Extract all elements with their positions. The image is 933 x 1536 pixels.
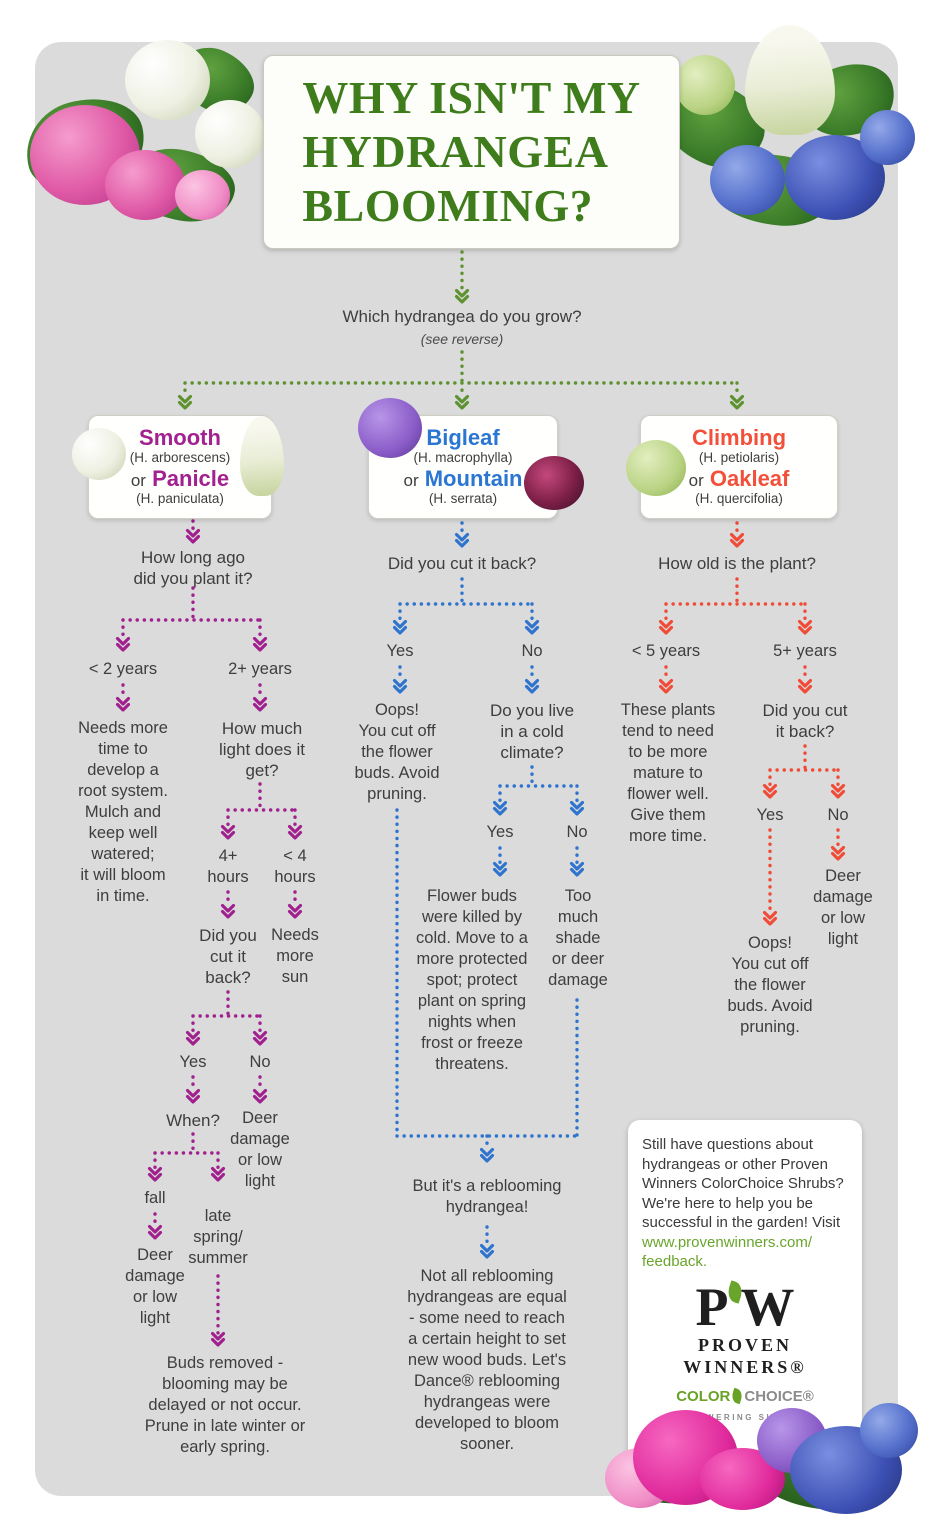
category-latin: (H. arborescens) [129, 450, 231, 466]
logo-proven: PROVEN [698, 1334, 792, 1355]
category-name2-line: or Panicle [130, 466, 230, 491]
node-yes-climbing: Yes [756, 806, 784, 824]
node-deer-damage-no: Deer damage or low light [230, 1109, 290, 1190]
node-no-bigleaf: No [521, 642, 543, 660]
lime-bloom [675, 55, 735, 115]
node-lt5-years: < 5 years [631, 642, 701, 660]
node-no-cold: No [566, 823, 588, 841]
node-oops-bigleaf: Oops! You cut off the flower buds. Avoid… [354, 701, 440, 803]
node-shade-deer: Too much shade or deer damage [548, 887, 608, 989]
category-name: Smooth [139, 424, 221, 450]
blue-bloom [710, 145, 785, 215]
node-deer-damage-fall: Deer damage or low light [125, 1246, 185, 1327]
node-late-spring-summer: late spring/ summer [188, 1207, 248, 1267]
page-title: WHY ISN'T MY HYDRANGEA BLOOMING? [302, 72, 641, 231]
category-name: Bigleaf [426, 424, 500, 450]
node-q-cut-smooth: Did you cut it back? [199, 926, 257, 987]
blue-bloom [860, 110, 915, 165]
smooth-bloom-photo [72, 428, 126, 480]
node-fall: fall [144, 1189, 166, 1207]
title-box: WHY ISN'T MY HYDRANGEA BLOOMING? [263, 55, 680, 249]
node-reblooming: But it's a reblooming hydrangea! [412, 1177, 562, 1216]
pw-monogram: P W [642, 1280, 848, 1334]
white-bloom [125, 40, 210, 120]
pink-bloom [175, 170, 230, 220]
proven-winners-logo: P W PROVEN WINNERS® COLOR CHOICE® FLOWER… [642, 1280, 848, 1428]
or-label: or [403, 471, 419, 490]
hydrangea-photo-bottom-right [605, 1378, 918, 1517]
node-buds-removed: Buds removed - blooming may be delayed o… [144, 1354, 306, 1456]
node-no-climbing: No [827, 806, 849, 824]
category-latin2: (H. paniculata) [136, 491, 224, 507]
category-name2: Mountain [424, 466, 523, 491]
node-yes-bigleaf: Yes [386, 642, 414, 660]
category-name2: Oakleaf [709, 466, 790, 491]
hydrangea-photo-top-left [15, 30, 275, 230]
hydrangea-photo-top-right [654, 25, 915, 231]
node-deer-damage-climbing: Deer damage or low light [813, 867, 873, 948]
node-mature-advice: These plants tend to need to be more mat… [620, 701, 716, 845]
white-bloom [195, 100, 265, 168]
root-question-note: (see reverse) [420, 331, 504, 347]
category-latin2: (H. quercifolia) [695, 491, 783, 507]
node-gte2-years: 2+ years [228, 660, 292, 678]
category-latin2: (H. serrata) [428, 491, 498, 507]
node-q-cold-climate: Do you live in a cold climate? [489, 701, 575, 762]
category-name2: Panicle [152, 466, 230, 491]
category-latin: (H. macrophylla) [413, 450, 513, 466]
feedback-link[interactable]: www.provenwinners.com/ feedback. [642, 1233, 813, 1271]
panicle-bloom-photo [240, 416, 284, 496]
category-latin: (H. petiolaris) [698, 450, 780, 466]
panicle-bloom [745, 25, 835, 135]
info-text: Still have questions about hydrangeas or… [642, 1136, 844, 1231]
category-box-bigleaf-mountain[interactable]: Bigleaf (H. macrophylla) or Mountain (H.… [368, 415, 558, 519]
node-needs-time: Needs more time to develop a root system… [78, 719, 168, 905]
or-label: or [688, 471, 704, 490]
node-q-cut-climbing: Did you cut it back? [762, 701, 848, 741]
pw-letter-p: P [695, 1276, 729, 1337]
node-not-all-reblooming: Not all reblooming hydrangeas are equal … [407, 1267, 567, 1453]
category-name2-line: or Mountain [403, 466, 523, 491]
pw-letter-w: W [740, 1276, 795, 1337]
node-yes-smooth: Yes [179, 1053, 207, 1071]
logo-choice: CHOICE® [744, 1387, 814, 1405]
node-4plus-hours: 4+ hours [207, 847, 249, 886]
category-name: Climbing [691, 424, 787, 450]
bigleaf-bloom-photo [358, 398, 422, 458]
category-name2-line: or Oakleaf [688, 466, 790, 491]
node-q-cut-bigleaf: Did you cut it back? [387, 554, 537, 573]
oakleaf-bloom-photo [626, 440, 686, 496]
mountain-bloom-photo [524, 456, 584, 510]
node-q-when: When? [166, 1111, 220, 1130]
node-gte5-years: 5+ years [773, 642, 837, 660]
colorchoice-logo: COLOR CHOICE® [642, 1387, 848, 1407]
root-question: Which hydrangea do you grow? [342, 307, 582, 326]
pink-bloom [105, 150, 185, 220]
blue-bloom [860, 1403, 918, 1458]
node-q-planted: How long ago did you plant it? [133, 548, 253, 588]
node-yes-cold: Yes [486, 823, 514, 841]
node-4less-hours: < 4 hours [274, 847, 316, 886]
node-needs-sun: Needs more sun [271, 926, 319, 986]
node-q-light: How much light does it get? [219, 719, 305, 780]
node-q-age: How old is the plant? [658, 554, 816, 573]
logo-flowering-shrubs: FLOWERING SHRUBS [682, 1413, 808, 1422]
node-oops-climbing: Oops! You cut off the flower buds. Avoid… [727, 934, 813, 1036]
node-frost-advice: Flower buds were killed by cold. Move to… [416, 887, 528, 1073]
info-box: Still have questions about hydrangeas or… [628, 1120, 862, 1468]
or-label: or [130, 471, 146, 490]
node-lt2-years: < 2 years [88, 660, 158, 678]
logo-winners: WINNERS® [683, 1357, 807, 1377]
node-no-smooth: No [249, 1053, 271, 1071]
logo-color: COLOR [676, 1387, 731, 1405]
